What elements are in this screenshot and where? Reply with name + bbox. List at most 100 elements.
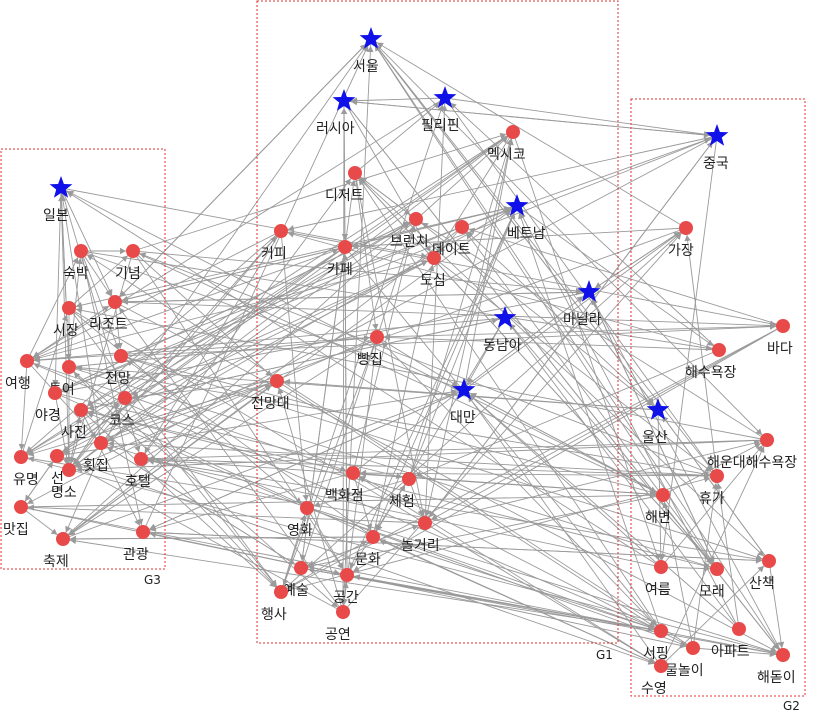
- edge-arrowhead: [349, 561, 356, 569]
- edge: [376, 325, 784, 338]
- node-dot: [74, 403, 88, 417]
- node-seasia: 동남아: [483, 306, 522, 354]
- edge-arrowhead: [307, 567, 315, 574]
- edge: [56, 246, 346, 457]
- edge-arrowhead: [777, 641, 785, 649]
- node-label: 행사: [261, 607, 287, 623]
- edge: [300, 567, 784, 656]
- edge-arrowhead: [428, 264, 435, 272]
- edge: [342, 38, 372, 613]
- edge: [62, 389, 465, 540]
- edge-arrowhead: [86, 254, 94, 261]
- edge: [140, 458, 662, 568]
- node-dot: [455, 220, 469, 234]
- edge: [26, 246, 346, 362]
- edge: [62, 205, 518, 540]
- node-line: 선: [50, 449, 64, 487]
- edge-arrowhead: [33, 363, 41, 370]
- edge: [352, 472, 694, 649]
- edge-arrowhead: [360, 540, 367, 547]
- edge-arrowhead: [353, 565, 360, 572]
- edge-arrowhead: [50, 528, 58, 535]
- node-store: 가장: [668, 221, 694, 259]
- node-label: 호텔: [125, 474, 151, 490]
- edge: [516, 205, 740, 630]
- edge-arrowhead: [647, 625, 655, 632]
- edge: [306, 478, 410, 509]
- edge-arrowhead: [337, 562, 344, 569]
- edge-arrowhead: [18, 443, 26, 451]
- node-dot: [654, 624, 668, 638]
- edge: [132, 250, 278, 382]
- node-travel: 여행: [5, 354, 34, 392]
- node-dot: [712, 343, 726, 357]
- node-dot: [366, 530, 380, 544]
- edge-arrowhead: [341, 253, 349, 261]
- edge: [372, 536, 662, 632]
- edge-arrowhead: [684, 234, 691, 242]
- edge-arrowhead: [73, 372, 81, 379]
- edge-arrowhead: [703, 137, 711, 144]
- edge: [342, 227, 687, 613]
- node-label: 영화: [287, 523, 313, 539]
- node-label: 백화점: [325, 488, 364, 504]
- node-market: 시장: [53, 301, 79, 339]
- node-ulsan: 울산: [642, 398, 670, 446]
- edge: [56, 455, 344, 613]
- node-sunrise: 해돋이: [757, 648, 796, 686]
- edge-arrowhead: [420, 260, 428, 267]
- node-dot: [300, 501, 314, 515]
- node-haeundae: 해운대해수욕장: [707, 433, 797, 471]
- node-label: 횟집: [83, 458, 109, 474]
- edge-arrowhead: [417, 509, 424, 517]
- edge: [20, 360, 28, 458]
- node-dot: [710, 562, 724, 576]
- edge-arrowhead: [399, 484, 406, 492]
- node-dot: [270, 374, 284, 388]
- node-label: 공연: [325, 627, 351, 643]
- node-label: 필리핀: [421, 118, 460, 134]
- node-dot: [506, 125, 520, 139]
- edge: [692, 475, 718, 649]
- node-dessert: 디저트: [325, 166, 364, 204]
- edge: [20, 257, 435, 458]
- edge: [132, 250, 348, 576]
- edge: [280, 230, 784, 327]
- edge-arrowhead: [33, 356, 41, 364]
- edge: [60, 187, 102, 444]
- node-coffee: 커피: [261, 224, 288, 262]
- edge-layer: [18, 38, 785, 667]
- edge: [461, 226, 784, 327]
- edge-arrowhead: [674, 233, 682, 240]
- edge-arrowhead: [757, 549, 764, 557]
- edge-arrowhead: [340, 107, 348, 115]
- edge: [114, 205, 518, 303]
- edge: [20, 218, 417, 458]
- node-memorial: 기념: [115, 244, 141, 282]
- node-dot: [118, 391, 132, 405]
- edge-arrowhead: [331, 248, 339, 255]
- edge: [56, 389, 465, 457]
- edge: [768, 560, 784, 656]
- edge: [346, 478, 410, 576]
- edge-arrowhead: [359, 470, 367, 478]
- node-bakery: 빵집: [357, 330, 384, 368]
- star-icon: [493, 306, 517, 328]
- node-dept: 백화점: [325, 466, 364, 504]
- edge: [424, 135, 718, 524]
- node-label: 공간: [333, 590, 359, 606]
- edge: [504, 317, 740, 630]
- node-waterplay: 물놀이: [665, 641, 704, 679]
- edge: [60, 187, 435, 259]
- node-vacation: 휴가: [699, 469, 725, 507]
- edge-arrowhead: [706, 463, 713, 471]
- edge: [68, 366, 282, 593]
- node-movie: 영화: [287, 501, 314, 539]
- node-label: 명소: [51, 485, 77, 501]
- edge: [660, 439, 768, 667]
- node-label: 도심: [420, 273, 446, 289]
- node-label: 문화: [355, 552, 381, 568]
- node-label: 동남아: [483, 338, 522, 354]
- edge: [444, 97, 720, 351]
